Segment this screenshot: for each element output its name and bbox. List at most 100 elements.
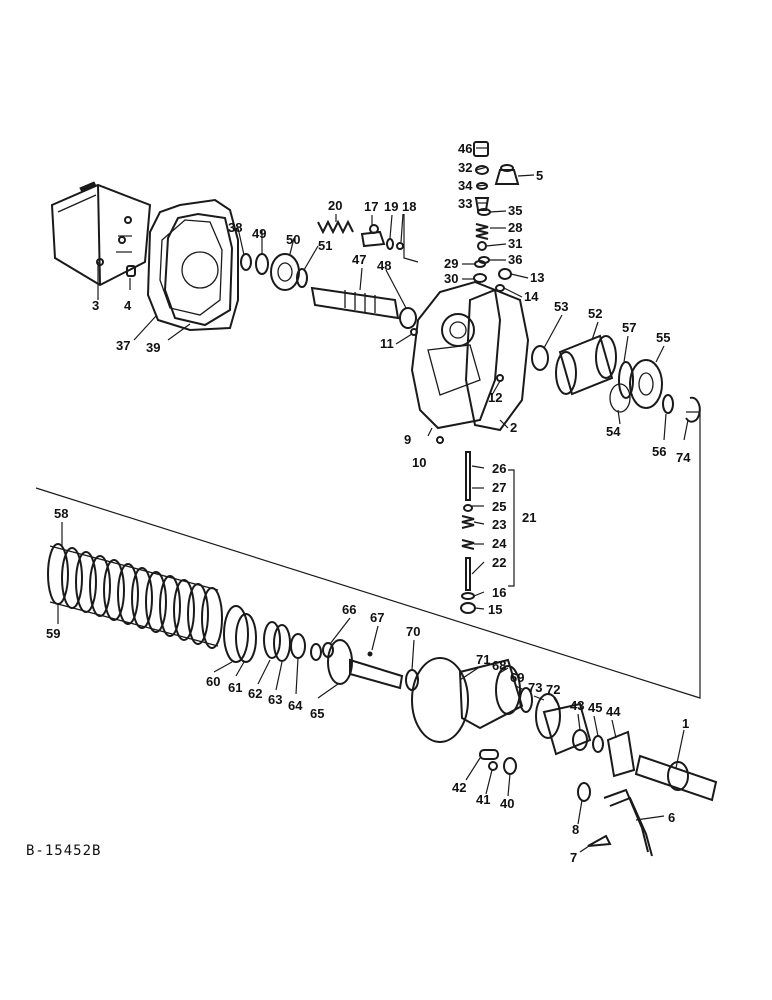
- part-62-spring: [263, 621, 291, 662]
- callout-74: 74: [676, 450, 691, 465]
- part-8-seal: [577, 782, 591, 802]
- part-48-o-ring: [399, 307, 417, 329]
- callout-11: 11: [380, 336, 394, 351]
- part-42-pin: [479, 749, 499, 760]
- part-25-ring: [463, 504, 473, 512]
- callout-30: 30: [444, 271, 458, 286]
- part-7-clip: [587, 834, 612, 847]
- callout-54: 54: [606, 424, 621, 439]
- callout-28: 28: [508, 220, 522, 235]
- part-10-plug: [436, 436, 444, 444]
- callout-18: 18: [402, 199, 416, 214]
- callout-46: 46: [458, 141, 472, 156]
- part-64-ring: [310, 643, 322, 661]
- callout-73: 73: [528, 680, 542, 695]
- callout-45: 45: [588, 700, 602, 715]
- part-40-nut: [503, 757, 517, 775]
- part-52-drum: [555, 334, 617, 396]
- callout-12: 12: [488, 390, 502, 405]
- part-30-nut: [473, 273, 487, 283]
- callout-15: 15: [488, 602, 502, 617]
- callout-32: 32: [458, 160, 472, 175]
- part-1-tube: [634, 754, 718, 802]
- part-55-piston: [629, 359, 663, 409]
- callout-65: 65: [310, 706, 324, 721]
- callout-66: 66: [342, 602, 356, 617]
- callout-36: 36: [508, 252, 522, 267]
- part-31-ball: [477, 241, 487, 251]
- callout-23: 23: [492, 517, 506, 532]
- callout-22: 22: [492, 555, 506, 570]
- part-15-nut: [460, 602, 476, 614]
- part-72-cover: [542, 702, 592, 756]
- leader-lines: [57, 147, 689, 853]
- callout-13: 13: [530, 270, 544, 285]
- part-69-seal: [519, 687, 533, 713]
- part-19-o-ring: [386, 238, 394, 250]
- part-57-ring: [618, 361, 634, 399]
- callout-64: 64: [288, 698, 303, 713]
- callout-42: 42: [452, 780, 466, 795]
- callout-41: 41: [476, 792, 490, 807]
- callout-53: 53: [554, 299, 568, 314]
- part-58-clutch-plates: [49, 545, 219, 647]
- part-39-plate: [163, 212, 234, 327]
- part-67-pin: [367, 651, 373, 657]
- part-20-spring: [317, 219, 354, 235]
- part-44-plate: [606, 730, 636, 778]
- callout-21: 21: [522, 510, 536, 525]
- part-13-fitting: [498, 268, 512, 280]
- callout-14: 14: [524, 289, 539, 304]
- part-63-washer: [290, 633, 306, 659]
- part-3-cover: [50, 181, 152, 287]
- part-51-ring: [296, 268, 308, 288]
- callout-72: 72: [546, 682, 560, 697]
- callout-52: 52: [588, 306, 602, 321]
- part-65-gear-shaft: [327, 639, 404, 690]
- part-53-ring: [531, 345, 549, 371]
- part-41-ball: [488, 761, 498, 771]
- part-29-washer: [474, 260, 486, 268]
- callout-38: 38: [228, 220, 242, 235]
- part-4-bolt: [126, 265, 136, 277]
- part-16-washer: [461, 592, 475, 600]
- callout-16: 16: [492, 585, 506, 600]
- part-11-pin: [410, 328, 418, 336]
- callout-70: 70: [406, 624, 420, 639]
- part-43-bushing: [572, 729, 588, 751]
- callout-27: 27: [492, 480, 506, 495]
- callout-60: 60: [206, 674, 220, 689]
- part-18-pin: [396, 242, 404, 250]
- callout-43: 43: [570, 698, 584, 713]
- callout-37: 37: [116, 338, 130, 353]
- callout-9: 9: [404, 432, 411, 447]
- callout-69: 69: [510, 670, 524, 685]
- callout-26: 26: [492, 461, 506, 476]
- callout-24: 24: [492, 536, 507, 551]
- callout-1: 1: [682, 716, 689, 731]
- callout-61: 61: [228, 680, 242, 695]
- part-35-ring: [477, 208, 491, 216]
- callout-59: 59: [46, 626, 60, 641]
- callout-3: 3: [92, 298, 99, 313]
- callout-63: 63: [268, 692, 282, 707]
- part-28-spring: [475, 223, 489, 240]
- part-49-snap-ring: [255, 253, 269, 275]
- part-17-valve: [360, 224, 386, 248]
- part-6-tube: [603, 788, 653, 857]
- part-61-spring: [235, 613, 257, 663]
- callout-48: 48: [377, 258, 391, 273]
- callout-62: 62: [248, 686, 262, 701]
- callout-56: 56: [652, 444, 666, 459]
- part-2-gasket: [464, 288, 530, 432]
- callout-17: 17: [364, 199, 378, 214]
- callout-50: 50: [286, 232, 300, 247]
- callout-10: 10: [412, 455, 426, 470]
- part-46-plug: [473, 141, 489, 157]
- part-23-spring: [461, 515, 475, 529]
- callout-71: 71: [476, 652, 490, 667]
- callout-29: 29: [444, 256, 458, 271]
- part-60-ring: [223, 605, 249, 663]
- callout-49: 49: [252, 226, 266, 241]
